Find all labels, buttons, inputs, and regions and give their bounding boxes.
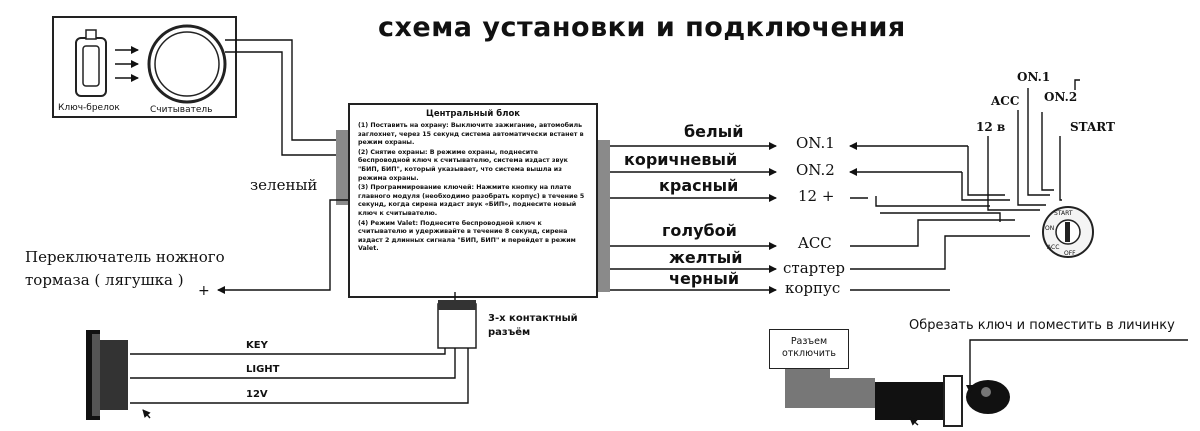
central-unit-step-2: (2) Снятие охраны: В режиме охраны, подн… [358, 148, 568, 182]
reader-label: Считыватель [150, 105, 213, 115]
three-pin-connector [437, 292, 477, 349]
wire-label-green: зеленый [250, 176, 318, 194]
right-connector-block [598, 140, 610, 292]
button-wires [130, 348, 469, 404]
central-unit-title: Центральный блок [425, 109, 521, 119]
disconnect-line1: Разъем [790, 336, 828, 347]
reader-ring-icon [147, 24, 227, 104]
ignition-harness [849, 79, 1080, 291]
ignition-switch-icon [1042, 206, 1094, 258]
wire-label-key: KEY [246, 340, 268, 351]
brake-plus-sign: + [198, 283, 210, 299]
plug-pointer-arrow [909, 417, 919, 426]
wire-label-white: белый [684, 122, 744, 141]
disconnect-note-box: Разъем отключить [769, 329, 849, 369]
cut-key-note: Обрезать ключ и поместить в личинку [909, 318, 1175, 333]
connector-label-line2: разъём [488, 327, 531, 338]
push-button-icon [86, 330, 128, 420]
cut-key-arrow [966, 339, 1188, 393]
switch-off-mark: OFF [1064, 250, 1076, 257]
central-unit-step-3: (3) Программирование ключей: Нажмите кно… [358, 184, 585, 217]
switch-on-mark: ON [1045, 225, 1055, 232]
ignition-on1: ON.1 [1017, 70, 1051, 84]
wire-label-brown: коричневый [624, 150, 738, 169]
left-connector-block [336, 130, 348, 205]
button-pointer-arrow [142, 409, 151, 419]
wire-label-black: черный [669, 269, 740, 288]
reader-wires [225, 39, 348, 156]
terminal-12-plus: 12 + [798, 187, 835, 205]
terminal-on2: ON.2 [796, 161, 835, 179]
signal-arrows-icon [115, 46, 139, 82]
terminal-starter: стартер [783, 259, 846, 277]
brake-switch-line2: тормаза ( лягушка ) [25, 271, 184, 289]
key-fob-label: Ключ-брелок [58, 103, 120, 113]
key-fob-icon [75, 29, 107, 97]
central-unit-step-4: (4) Режим Valet: Поднесите беспроводной … [358, 219, 576, 253]
switch-acc-mark: ACC [1047, 244, 1060, 251]
ignition-acc: ACC [991, 94, 1020, 108]
diagram-title: схема установки и подключения [378, 12, 906, 43]
wire-label-red: красный [659, 176, 739, 195]
green-wire [217, 199, 348, 294]
disconnect-plug-icon [785, 369, 1010, 427]
ignition-start: START [1070, 120, 1115, 134]
switch-start-mark: START [1054, 210, 1073, 217]
wire-label-light: LIGHT [246, 364, 280, 375]
wire-label-12v: 12V [246, 389, 268, 400]
ignition-12v: 12 в [976, 120, 1006, 134]
terminal-on1: ON.1 [796, 134, 835, 152]
disconnect-line2: отключить [781, 348, 837, 359]
central-unit-step-1: (1) Поставить на охрану: Выключите зажиг… [358, 122, 584, 147]
terminal-acc: ACC [798, 234, 832, 252]
central-unit-box: Центральный блок (1) Поставить на охрану… [348, 103, 598, 298]
terminal-ground: корпус [785, 279, 841, 297]
ignition-on2: ON.2 [1044, 90, 1078, 104]
output-wires [610, 142, 777, 294]
wire-label-blue: голубой [662, 221, 737, 240]
connector-label-line1: 3-х контактный [488, 313, 578, 324]
wire-label-yellow: желтый [669, 248, 743, 267]
brake-switch-line1: Переключатель ножного [25, 248, 225, 266]
